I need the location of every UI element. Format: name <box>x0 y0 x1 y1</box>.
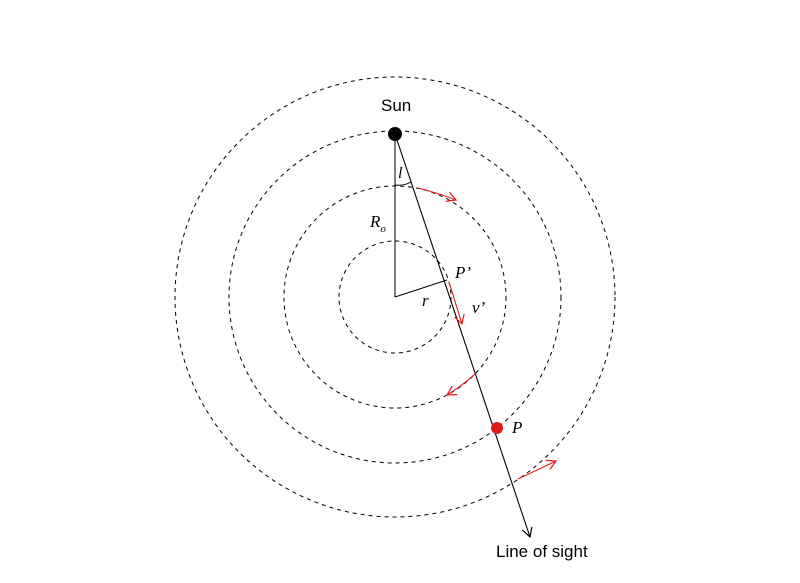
orbit-ring-1 <box>338 240 452 354</box>
rotation-arrow-lower-left <box>445 372 477 396</box>
angle-arc <box>394 181 412 186</box>
velocity-label: v’ <box>472 298 486 317</box>
radius-label: r <box>422 291 429 310</box>
radius-line <box>394 279 448 298</box>
angle-label: l <box>398 165 403 182</box>
line-of-sight-label: Line of sight <box>496 542 588 561</box>
point-p-label: P <box>511 418 522 437</box>
velocity-arrow <box>448 281 465 326</box>
point-p-icon <box>491 422 503 434</box>
rotation-arrow-upper <box>417 187 458 202</box>
sun-distance-subscript: o <box>380 223 386 235</box>
line-of-sight <box>394 133 533 539</box>
orbit-ring-4 <box>174 76 616 518</box>
tangent-point-label: P’ <box>454 263 471 282</box>
sun-icon <box>388 127 402 141</box>
sun-label: Sun <box>381 96 411 115</box>
rotation-arrows <box>417 187 558 480</box>
sun-distance-symbol: R <box>369 212 381 231</box>
rotation-arrow-lower-right <box>517 459 558 480</box>
sun-distance-label: Ro <box>369 212 386 235</box>
orbit-ring-3 <box>228 130 562 464</box>
